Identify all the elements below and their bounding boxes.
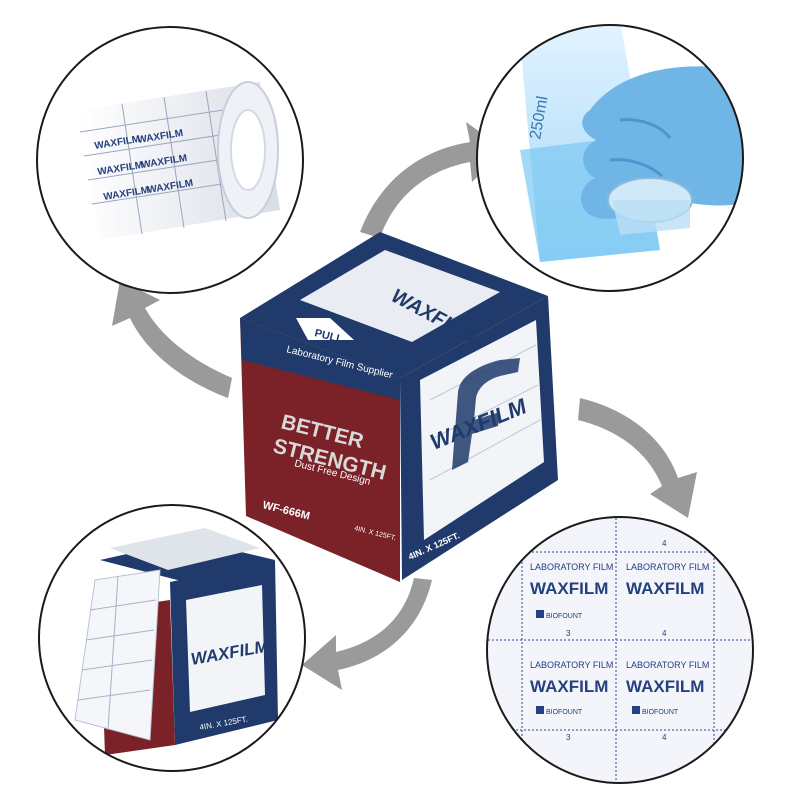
- open-box-circle: WAXFILM 4IN. X 125FT.: [38, 504, 306, 772]
- biofount-logo-icon: [632, 706, 640, 714]
- biofount-logo-icon: [536, 706, 544, 714]
- arrow-left-up: [112, 280, 232, 398]
- pull-tab: [296, 318, 354, 340]
- closeup-num-4c: 4: [662, 539, 667, 548]
- closeup-label-1b: LABORATORY FILM: [626, 562, 709, 572]
- closeup-num-3b: 3: [566, 733, 571, 742]
- closeup-brand-2a: WAXFILM: [530, 677, 608, 696]
- cycle-arrows: [112, 122, 697, 690]
- closeup-brand-2b: WAXFILM: [626, 677, 704, 696]
- product-box: WAXFILM PULL Laboratory Film Supplier BE…: [240, 232, 558, 582]
- closeup-brand-1b: WAXFILM: [626, 579, 704, 598]
- closeup-circle: LABORATORY FILM LABORATORY FILM WAXFILM …: [486, 516, 754, 784]
- f-logo-icon: [452, 358, 520, 470]
- biofount-logo-icon: [536, 610, 544, 618]
- closeup-label-2a: LABORATORY FILM: [530, 660, 613, 670]
- closeup-label-1a: LABORATORY FILM: [530, 562, 613, 572]
- roll-circle: WAXFILM WAXFILM WAXFILM WAXFILM WAXFILM …: [36, 26, 304, 294]
- closeup-maker-2b: BIOFOUNT: [642, 709, 679, 716]
- beaker-circle: 250ml: [476, 24, 744, 292]
- arrow-top-right: [360, 122, 505, 238]
- closeup-num-4b: 4: [662, 733, 667, 742]
- closeup-maker-2a: BIOFOUNT: [546, 709, 583, 716]
- arrow-bottom-left: [302, 578, 432, 690]
- closeup-maker-1: BIOFOUNT: [546, 613, 583, 620]
- closeup-brand-1a: WAXFILM: [530, 579, 608, 598]
- closeup-num-4a: 4: [662, 629, 667, 638]
- closeup-label-2b: LABORATORY FILM: [626, 660, 709, 670]
- arrow-right-down: [578, 398, 697, 518]
- closeup-num-3a: 3: [566, 629, 571, 638]
